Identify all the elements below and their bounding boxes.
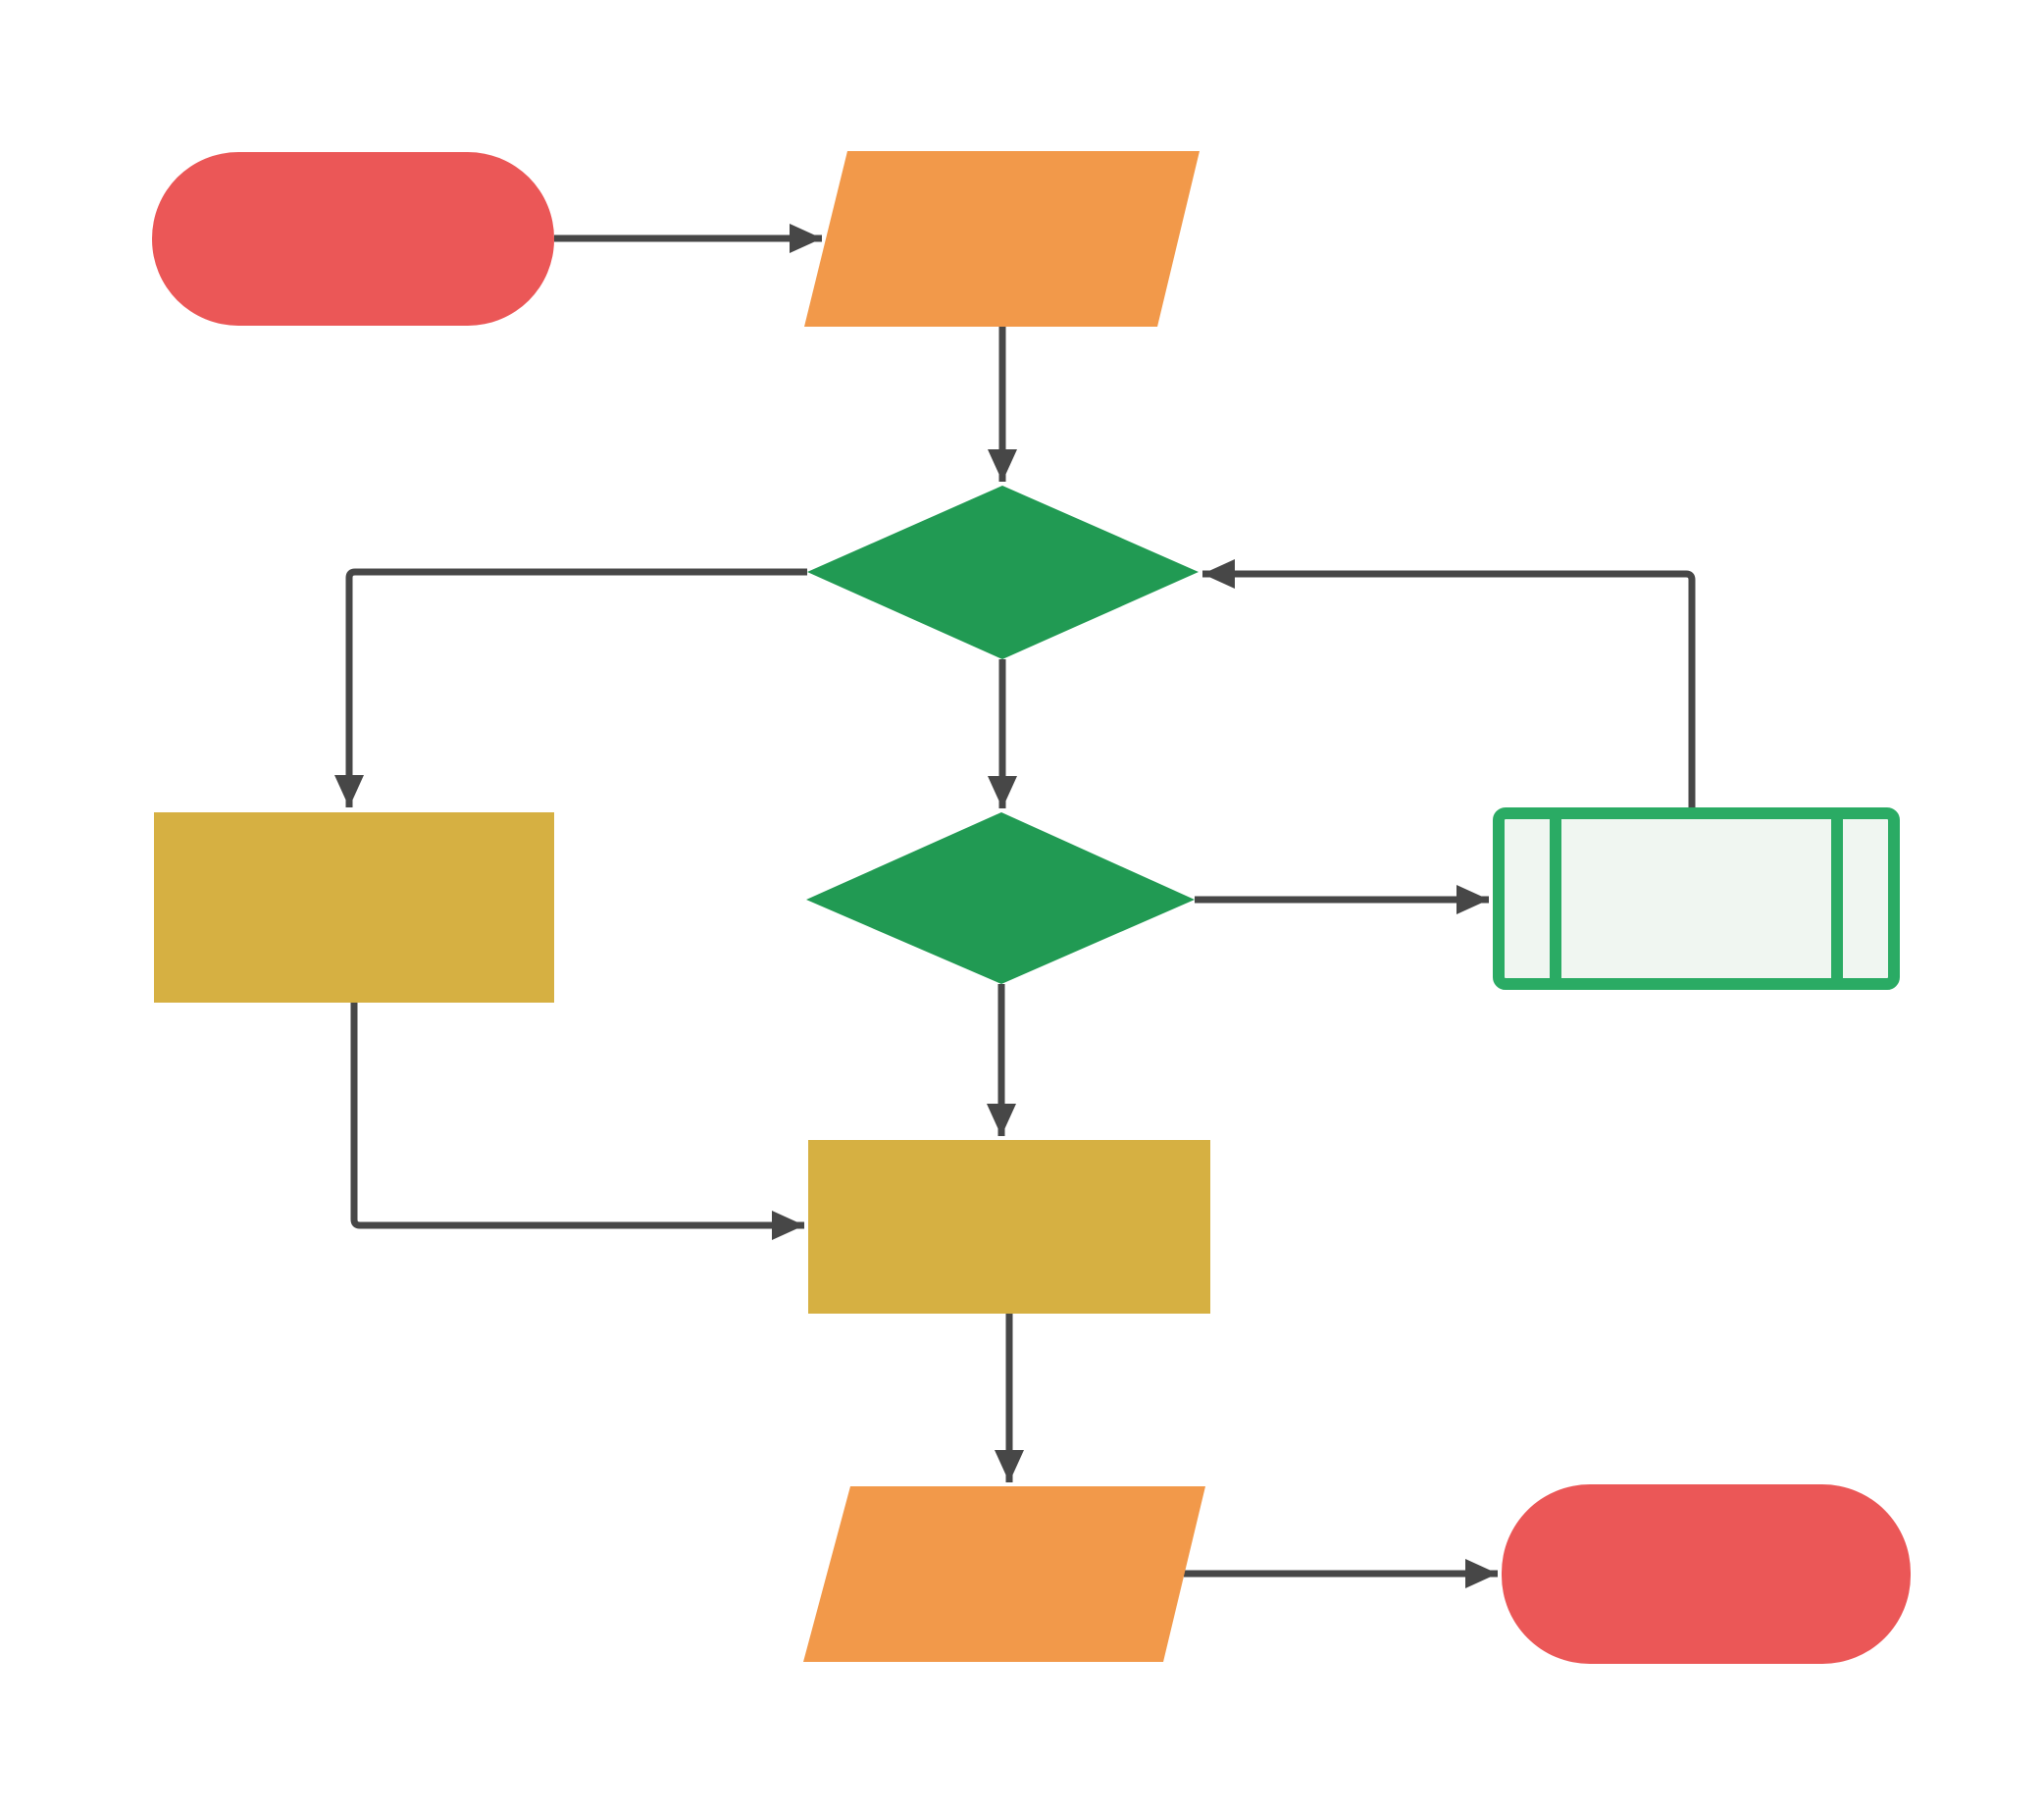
edge-subroutine-to-decision-1[interactable] <box>1202 559 1696 809</box>
node-start-terminator[interactable] <box>152 152 554 326</box>
subroutine-box[interactable] <box>1493 807 1900 990</box>
node-output-parallelogram[interactable] <box>803 1486 1205 1662</box>
edge-decision-1-to-process-left[interactable] <box>334 568 807 807</box>
node-decision-1-diamond[interactable] <box>807 486 1199 659</box>
node-decision-2-diamond[interactable] <box>806 812 1195 984</box>
edge-process-left-to-process-center[interactable] <box>350 1003 804 1240</box>
node-process-left-rectangle[interactable] <box>154 812 554 1003</box>
node-subroutine-predefined-process[interactable] <box>1493 807 1900 990</box>
node-input-parallelogram[interactable] <box>804 151 1200 327</box>
node-process-center-rectangle[interactable] <box>808 1140 1210 1314</box>
node-end-terminator[interactable] <box>1502 1484 1911 1664</box>
